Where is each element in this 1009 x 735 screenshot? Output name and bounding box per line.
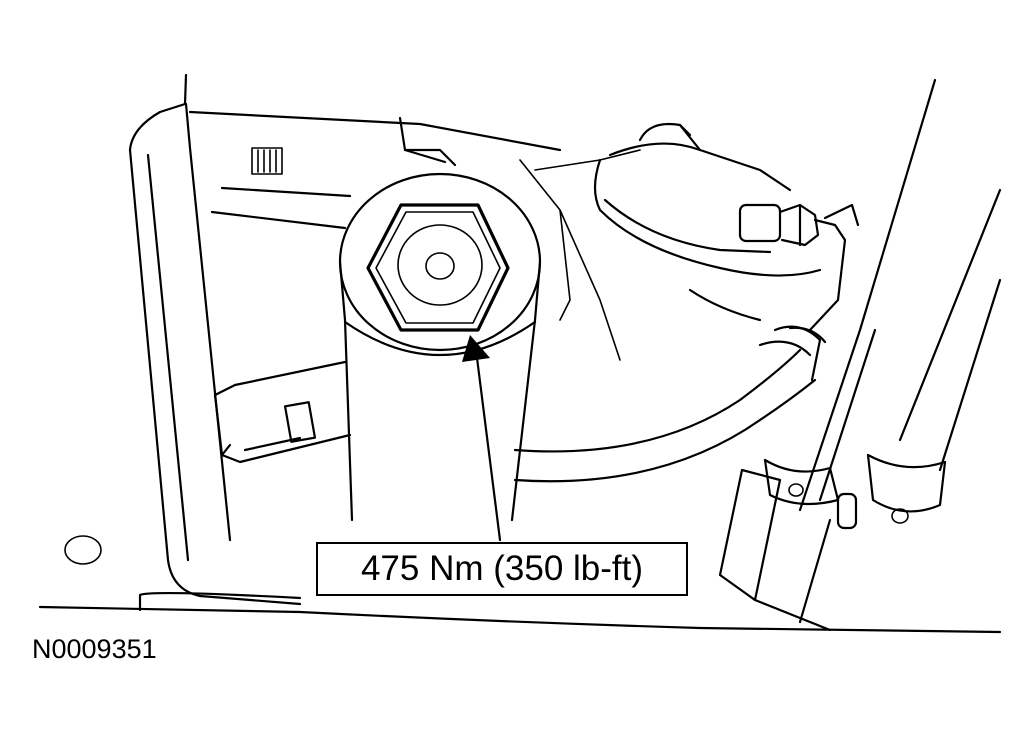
vent-grille [251, 147, 283, 175]
tubes-and-clamps [718, 78, 1002, 632]
hose [513, 325, 827, 483]
hex-bolt-icon [366, 203, 510, 332]
left-clip [213, 360, 352, 464]
frame-rails [210, 116, 641, 361]
torque-callout: 475 Nm (350 lb-ft) [316, 542, 688, 596]
sensor-assembly [593, 122, 860, 332]
figure-id: N0009351 [32, 634, 157, 664]
torque-label: 475 Nm (350 lb-ft) [360, 549, 644, 588]
body-panel [38, 73, 1002, 634]
callout-arrow-icon [462, 335, 502, 542]
